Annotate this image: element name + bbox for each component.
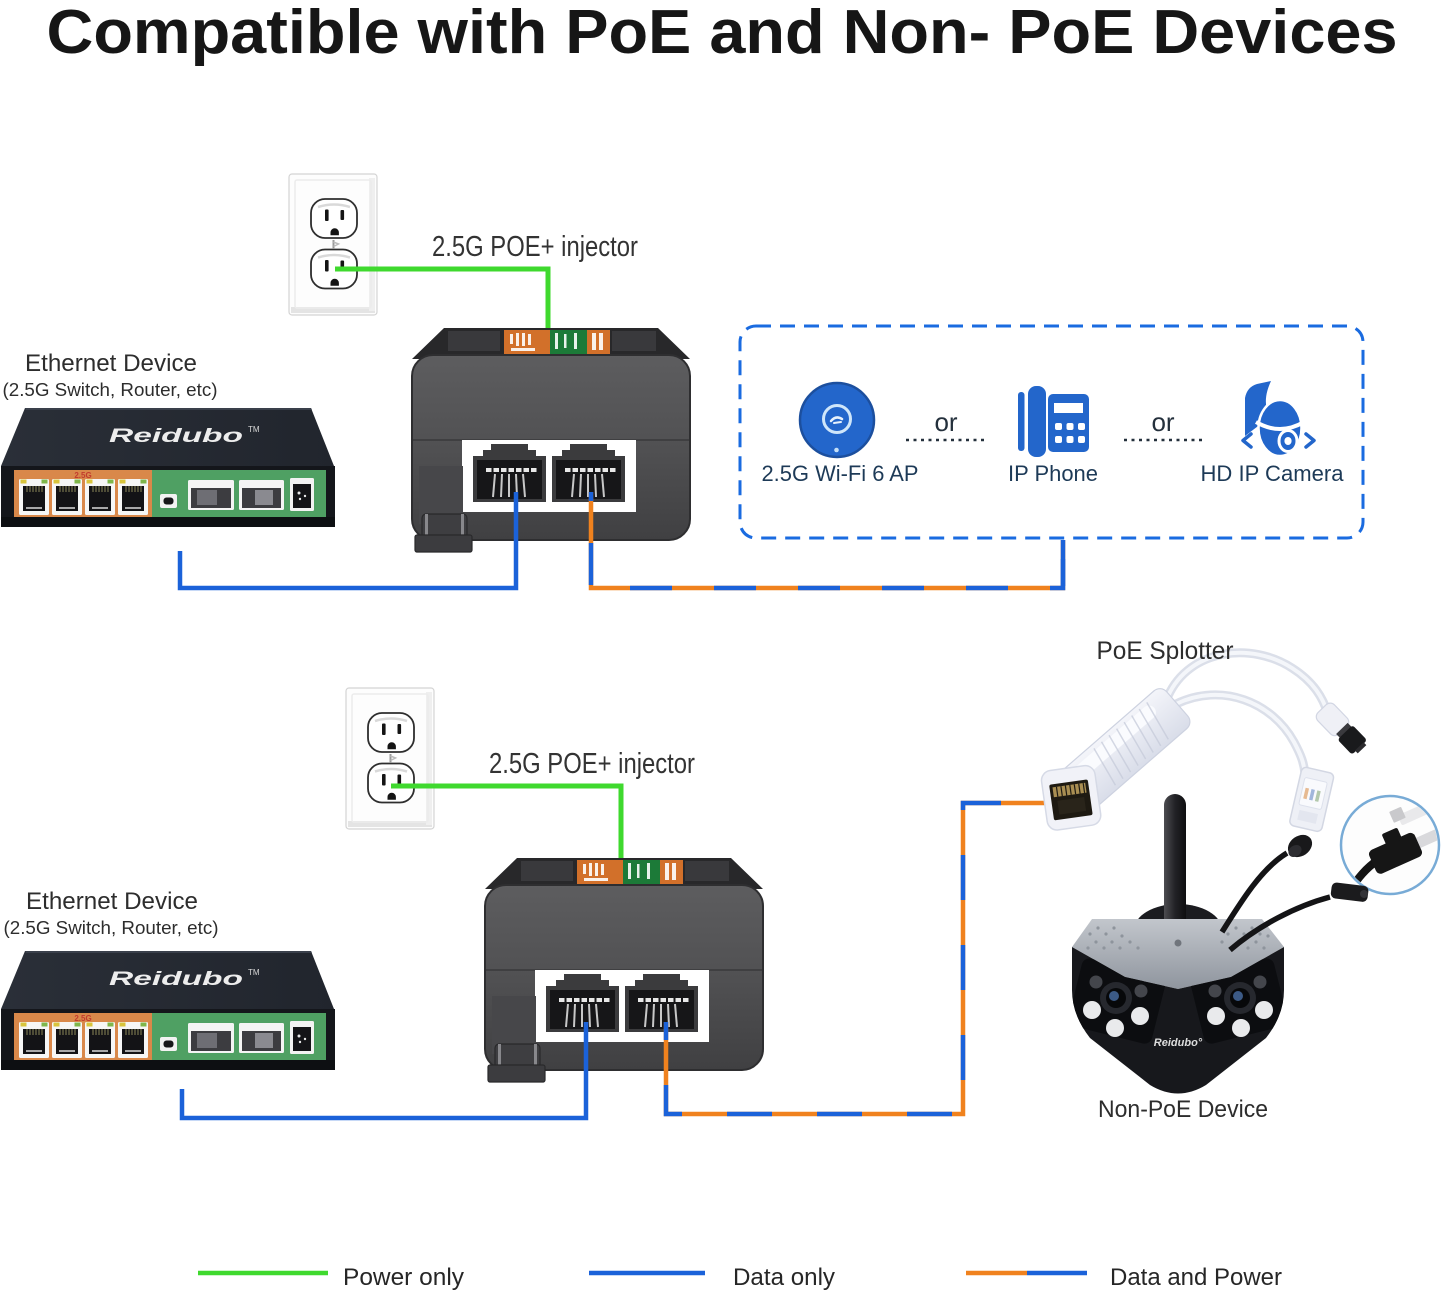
svg-text:Compatible with PoE and Non- P: Compatible with PoE and Non- PoE Devices bbox=[47, 0, 1398, 67]
svg-text:Ethernet Device: Ethernet Device bbox=[26, 888, 198, 915]
svg-text:Data and Power: Data and Power bbox=[1110, 1264, 1282, 1291]
svg-text:Non-PoE Device: Non-PoE Device bbox=[1098, 1096, 1268, 1123]
svg-text:(2.5G Switch, Router, etc): (2.5G Switch, Router, etc) bbox=[3, 379, 218, 400]
svg-text:or: or bbox=[934, 407, 957, 437]
svg-text:HD IP Camera: HD IP Camera bbox=[1201, 461, 1344, 486]
svg-text:(2.5G Switch, Router, etc): (2.5G Switch, Router, etc) bbox=[4, 917, 219, 938]
svg-text:or: or bbox=[1151, 407, 1174, 437]
svg-text:2.5G Wi-Fi 6 AP: 2.5G Wi-Fi 6 AP bbox=[762, 461, 919, 486]
svg-text:Power only: Power only bbox=[343, 1264, 464, 1291]
svg-text:PoE Splotter: PoE Splotter bbox=[1097, 637, 1234, 665]
svg-text:Ethernet Device: Ethernet Device bbox=[25, 350, 197, 377]
svg-text:Reidubo°: Reidubo° bbox=[1154, 1037, 1203, 1049]
svg-text:IP Phone: IP Phone bbox=[1008, 461, 1098, 486]
svg-text:2.5G POE+ injector: 2.5G POE+ injector bbox=[432, 231, 638, 263]
svg-text:Data only: Data only bbox=[733, 1264, 835, 1291]
svg-text:2.5G POE+ injector: 2.5G POE+ injector bbox=[489, 748, 695, 780]
